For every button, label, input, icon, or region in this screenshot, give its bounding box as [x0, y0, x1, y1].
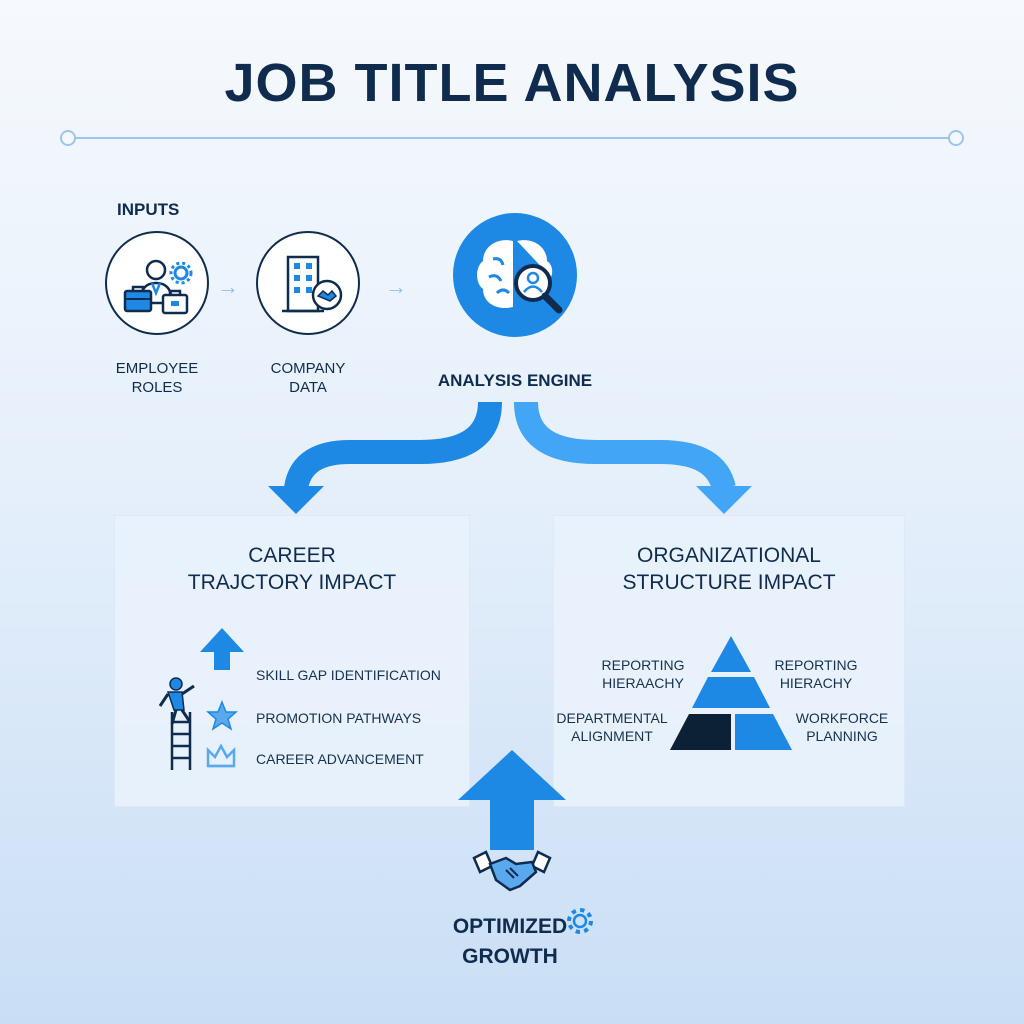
inputs-heading: INPUTS [117, 200, 180, 219]
employee-briefcase-icon [123, 259, 193, 315]
analysis-engine-label: ANALYSIS ENGINE [437, 371, 593, 390]
pyramid-icon [670, 636, 792, 750]
arrow-right-icon: → [385, 274, 407, 299]
promotion-pathways-item: PROMOTION PATHWAYS [256, 710, 422, 726]
pyramid-bottom-left [670, 714, 731, 750]
reporting-hierarchy-left-label: REPORTING HIERAACHY [601, 657, 685, 691]
pyramid-bottom-right [735, 714, 792, 750]
right-branch-arrow [514, 401, 736, 492]
pyramid-middle [692, 677, 770, 708]
brain-magnifier-icon [477, 240, 563, 314]
career-advancement-item: CAREER ADVANCEMENT [256, 751, 424, 767]
optimized-growth-label: OPTIMIZED GROWTH [452, 915, 568, 968]
company-data-node [256, 231, 360, 335]
star-icon [206, 700, 238, 731]
divider-dot-left [60, 130, 76, 146]
building-handshake-icon [282, 255, 343, 313]
skill-gap-item: SKILL GAP IDENTIFICATION [256, 667, 441, 683]
reporting-hierarchy-right-label: REPORTING HIERACHY [774, 657, 858, 691]
divider-dot-right [948, 130, 964, 146]
employee-roles-label: EMPLOYEE ROLES [115, 360, 199, 396]
page-title: JOB TITLE ANALYSIS [224, 53, 800, 113]
left-branch-arrow [284, 401, 502, 491]
arrow-right-icon: → [217, 274, 239, 299]
pyramid-top [711, 636, 751, 672]
left-arrowhead-icon [268, 486, 324, 514]
departmental-alignment-label: DEPARTMENTAL ALIGNMENT [556, 710, 668, 744]
company-data-label: COMPANY DATA [270, 360, 346, 396]
right-arrowhead-icon [696, 486, 752, 514]
climber-ladder-icon [158, 628, 244, 770]
analysis-engine-node [453, 213, 577, 337]
growth-up-arrow-icon [458, 750, 566, 850]
org-panel-title: ORGANIZATIONAL STRUCTURE IMPACT [622, 544, 836, 594]
title-divider [68, 137, 956, 139]
gear-icon [567, 908, 593, 934]
handshake-icon [472, 850, 552, 892]
up-arrow-icon [200, 628, 244, 670]
workforce-planning-label: WORKFORCE PLANNING [795, 710, 889, 744]
crown-icon [206, 743, 236, 768]
employee-roles-node [105, 231, 209, 335]
career-panel-title: CAREER TRAJCTORY IMPACT [187, 544, 397, 594]
